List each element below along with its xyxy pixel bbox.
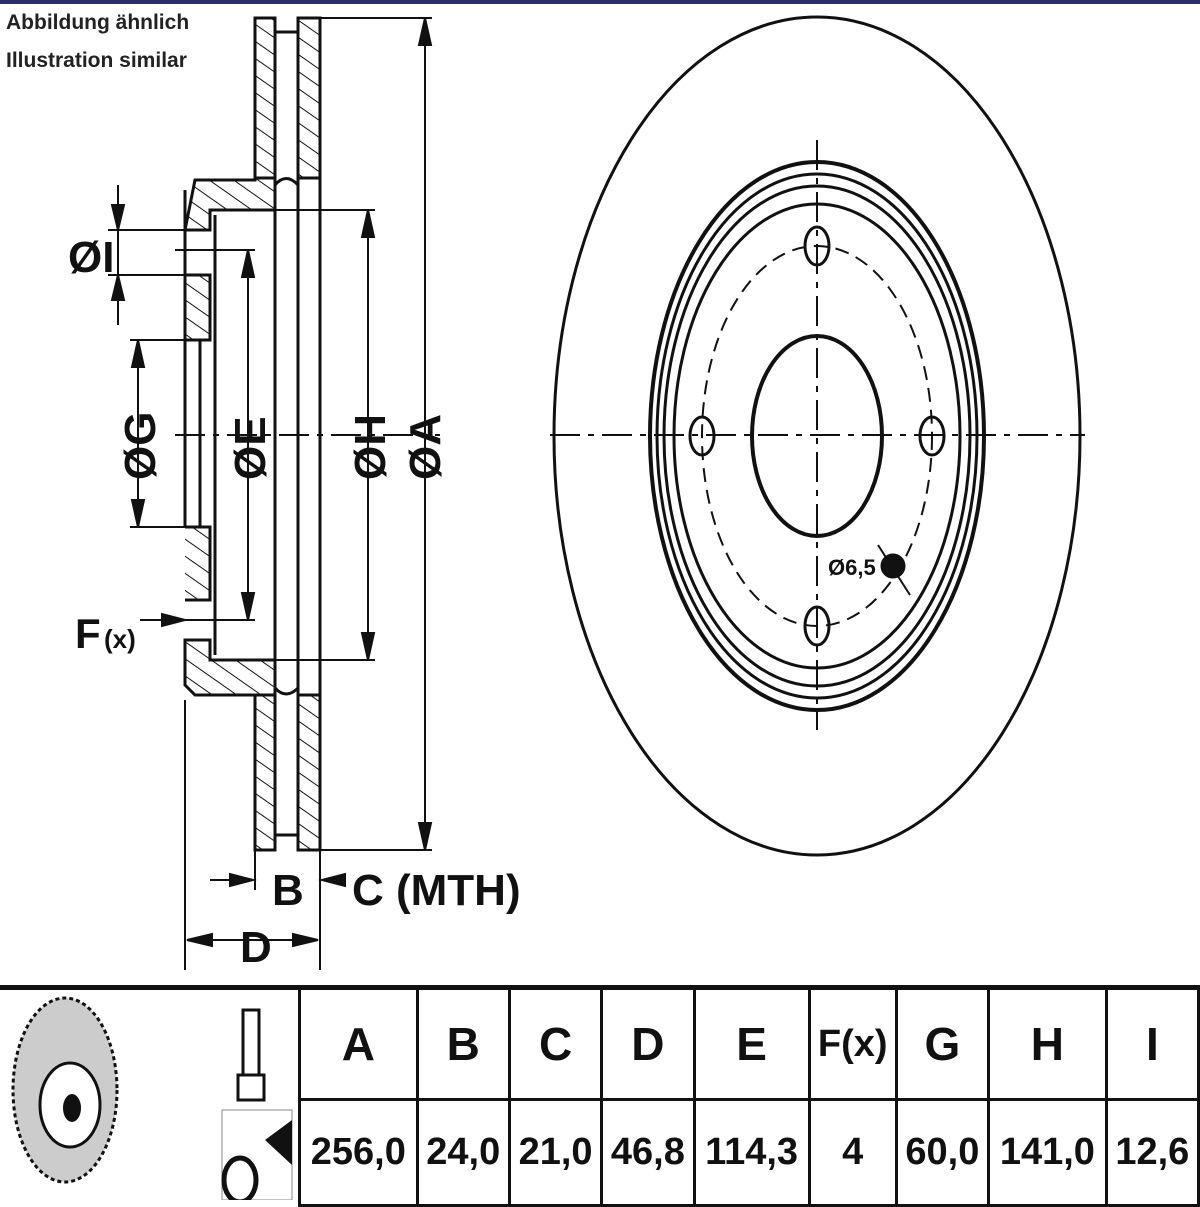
value-D: 46,8 xyxy=(600,1098,696,1207)
bolt-hole xyxy=(803,225,831,267)
threaded-hole xyxy=(880,553,906,579)
value-G: 60,0 xyxy=(894,1098,991,1207)
label-D: D xyxy=(240,923,272,972)
value-B: 24,0 xyxy=(415,1098,511,1207)
grease-spray-icon xyxy=(221,1109,293,1205)
value-E: 114,3 xyxy=(692,1098,811,1207)
label-A: ØA xyxy=(401,414,450,480)
header-D: D xyxy=(600,986,696,1101)
label-I: ØI xyxy=(68,233,114,282)
icons-cell xyxy=(0,986,301,1205)
illustration-note-de: Abbildung ähnlich xyxy=(6,11,190,34)
header-A: A xyxy=(298,986,419,1101)
cross-section-view xyxy=(183,16,322,852)
value-C: 21,0 xyxy=(507,1098,604,1207)
label-B: B xyxy=(272,866,304,915)
header-G: G xyxy=(894,986,991,1101)
label-C: C (MTH) xyxy=(352,866,521,915)
label-H: ØH xyxy=(346,414,395,480)
value-H: 141,0 xyxy=(987,1098,1108,1207)
illustration-note-en: Illustration similar xyxy=(6,49,187,72)
brake-disc-icon xyxy=(11,996,293,1205)
label-E: ØE xyxy=(226,416,275,480)
header-C: C xyxy=(507,986,604,1101)
label-hole: Ø6,5 xyxy=(828,555,876,580)
bolt-hole xyxy=(803,605,831,647)
dimension-lines xyxy=(108,17,440,970)
header-B: B xyxy=(415,986,511,1101)
label-F: F xyxy=(75,610,101,657)
value-I: 12,6 xyxy=(1104,1098,1200,1207)
value-F: 4 xyxy=(807,1098,898,1207)
top-border xyxy=(0,0,1200,4)
header-H: H xyxy=(987,986,1108,1101)
front-view xyxy=(550,15,1085,857)
bolt-icon xyxy=(236,1008,266,1102)
bolt-hole xyxy=(918,415,946,457)
label-F-sub: (x) xyxy=(104,624,136,654)
bolt-hole xyxy=(688,415,716,457)
dimension-labels: ØI ØG ØE ØH ØA F (x) B C (MTH) D xyxy=(68,233,521,972)
header-E: E xyxy=(692,986,811,1101)
header-I: I xyxy=(1104,986,1200,1101)
technical-drawing: ØI ØG ØE ØH ØA F (x) B C (MTH) D Ø6,5 xyxy=(68,15,1085,972)
spec-table: A B C D E F(x) G H I 256,0 24,0 21,0 46,… xyxy=(0,985,1200,1207)
value-A: 256,0 xyxy=(298,1098,419,1207)
label-G: ØG xyxy=(116,412,165,480)
header-F: F(x) xyxy=(807,986,898,1101)
